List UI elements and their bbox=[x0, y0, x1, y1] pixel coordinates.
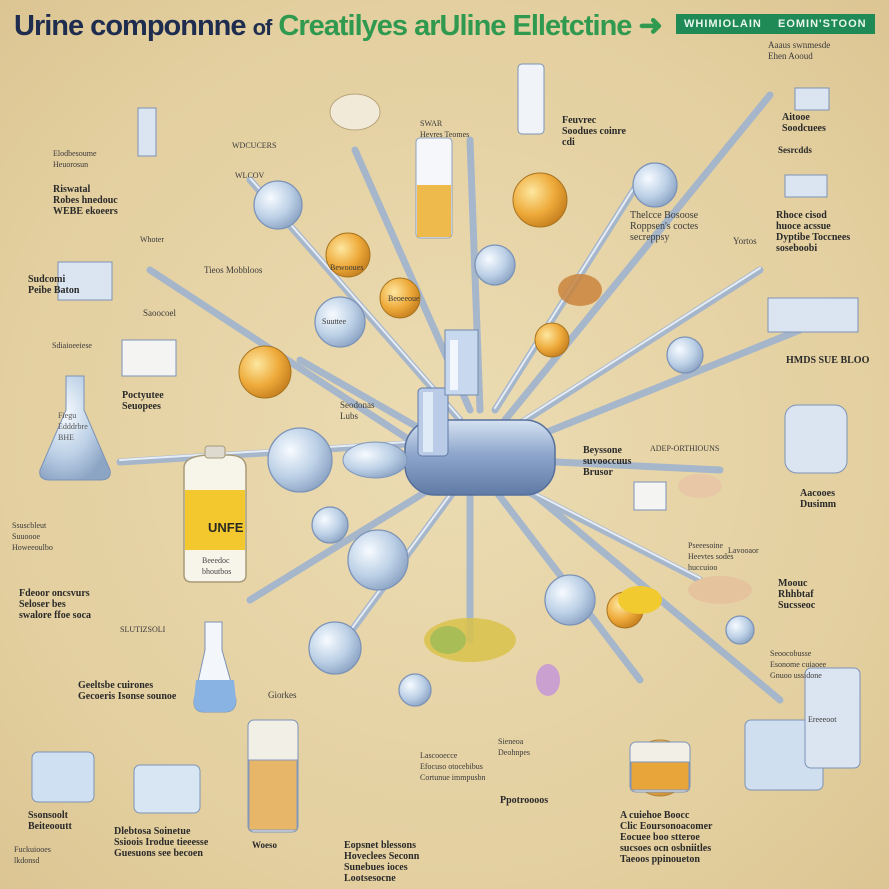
label-bottom-6: Sieneoa Deohnpes bbox=[498, 737, 530, 757]
label-center-left: Seodonas Lubs bbox=[340, 400, 375, 421]
label-right-4: Yortos bbox=[733, 236, 757, 246]
label-right-6: Aacooes Dusimm bbox=[800, 488, 837, 510]
label-flask: Fiegu Edddrbre BHE bbox=[58, 411, 88, 442]
label-left-6: Sdiaioeeiese bbox=[52, 341, 92, 350]
label-lower-left-2: SLUTIZSOLI bbox=[120, 625, 166, 634]
tube-e1 bbox=[506, 266, 764, 434]
jug-label: UNFE bbox=[208, 520, 244, 535]
label-left-4: Saoocoel bbox=[143, 308, 176, 318]
urine-beaker bbox=[415, 137, 453, 239]
label-upper-mid: SWAR Hevres Teomes bbox=[420, 119, 470, 139]
label-right-5: Rhoce cisod huoce acssue Dyptibe Toccnee… bbox=[776, 210, 851, 254]
label-bottom-5: Eopsnet blessons Hoveclees Seconn Sunebu… bbox=[344, 840, 420, 884]
conical-flasks bbox=[39, 375, 237, 713]
title-part2: of bbox=[252, 15, 273, 40]
label-bottom-7: Fuckuiooes lkdonsd bbox=[14, 845, 51, 865]
arrow-icon: ➜ bbox=[638, 10, 662, 42]
label-left-3: Sudcomi Peibe Baton bbox=[28, 274, 80, 296]
label-bottom-3: Woeso bbox=[252, 840, 278, 850]
label-lower-right-3: Seoocobusse Esonome cuiaoee Gnuoo ussido… bbox=[770, 649, 827, 680]
radiating-tubes bbox=[116, 91, 804, 704]
label-left-small: Whoter bbox=[140, 235, 164, 244]
label-bottom-right: A cuiehoe Boocc Clic Eoursonoacomer Eocu… bbox=[620, 810, 713, 865]
inner-label-1: Bewooues bbox=[330, 263, 364, 272]
bottom-beakers bbox=[31, 719, 824, 833]
round-flasks bbox=[253, 162, 755, 707]
label-center-right-2: ADEP-ORTHIOUNS bbox=[650, 444, 720, 453]
label-left-mid: Tieos Mobbloos bbox=[204, 265, 263, 275]
label-bottom-mid: Lascooecce Efocuso otocebibus Cortunue i… bbox=[420, 751, 486, 782]
diagram-title: Urine componnne of Creatilyes arUline El… bbox=[14, 8, 663, 43]
label-lower-right-4: Pseeesoine Heevtes sodes huccuioo bbox=[688, 541, 734, 572]
tube-nw2 bbox=[146, 266, 444, 464]
label-center-right: Beyssone suvooccuus Brusor bbox=[583, 445, 632, 478]
label-left-5: Poctyutee Seuopees bbox=[122, 390, 164, 412]
label-right-7: HMDS SUE BLOO bbox=[786, 355, 870, 366]
label-upper-left-mid-2: WLCOV bbox=[235, 171, 265, 180]
label-lower-right-2: Moouc Rhhbtaf Sucsseoc bbox=[778, 578, 816, 611]
label-lower-left-3: Geeltsbe cuirones Gecoeris Isonse sounoe bbox=[78, 680, 177, 702]
label-bottom-1: Ssonsoolt Beiteooutt bbox=[28, 810, 72, 832]
mineral-clumps bbox=[329, 93, 752, 696]
title-part3: Creatilyes ar bbox=[278, 10, 440, 42]
badge-right: EOMIN'STOON bbox=[770, 14, 875, 34]
inner-label-2: Beoeeoue bbox=[388, 294, 420, 303]
label-jug-under: Beeedoc bhoutbos bbox=[202, 556, 232, 576]
label-lower-left-4: Ssuscbleut Suuoooe Howeeoulbo bbox=[12, 521, 53, 552]
tube-ne2 bbox=[501, 91, 774, 424]
label-left-1: Elodbesoume Heuorosun bbox=[53, 149, 97, 169]
badge-left: WHIMIOLAIN bbox=[676, 14, 770, 34]
label-lower-mid-1: Giorkes bbox=[268, 690, 297, 700]
label-bottom-4: Ppotroooos bbox=[500, 795, 549, 806]
right-apparatus bbox=[57, 63, 861, 769]
label-upper-mid-right: Feuvrec Soodues coinre cdi bbox=[562, 115, 626, 148]
tube-sw bbox=[246, 476, 449, 604]
central-hub bbox=[342, 329, 556, 496]
urine-jug bbox=[183, 445, 247, 583]
label-top-right: Aaaus swnmesde Ehen Aooud bbox=[768, 40, 831, 61]
label-lower-left-1: Fdeoor oncsvurs Seloser bes swalore ffoe… bbox=[19, 588, 92, 621]
label-right-3: Sesrcdds bbox=[778, 145, 812, 155]
title-part4: Uline Elletctine bbox=[439, 10, 633, 42]
label-lower-right-1: Lavooaor bbox=[728, 546, 759, 555]
tube-e2 bbox=[511, 326, 804, 449]
label-lower-right-5: Ereeeoot bbox=[808, 715, 837, 724]
label-right-2: Thelcce Bosoose Roppsen's coctes secrepp… bbox=[630, 210, 699, 243]
tube-se2 bbox=[501, 466, 784, 704]
inner-label-3: Suuttee bbox=[322, 317, 346, 326]
label-upper-left-mid: WDCUCERS bbox=[232, 141, 277, 150]
title-part1: Urine componnne bbox=[14, 10, 247, 42]
label-left-2: Riswatal Robes hnedouc WEBE ekoeers bbox=[53, 184, 118, 217]
label-right-1: Aitooe Soodcuees bbox=[782, 112, 826, 134]
label-bottom-2: Dlebtosa Soinetue Ssioois Irodue tieeess… bbox=[114, 826, 209, 859]
